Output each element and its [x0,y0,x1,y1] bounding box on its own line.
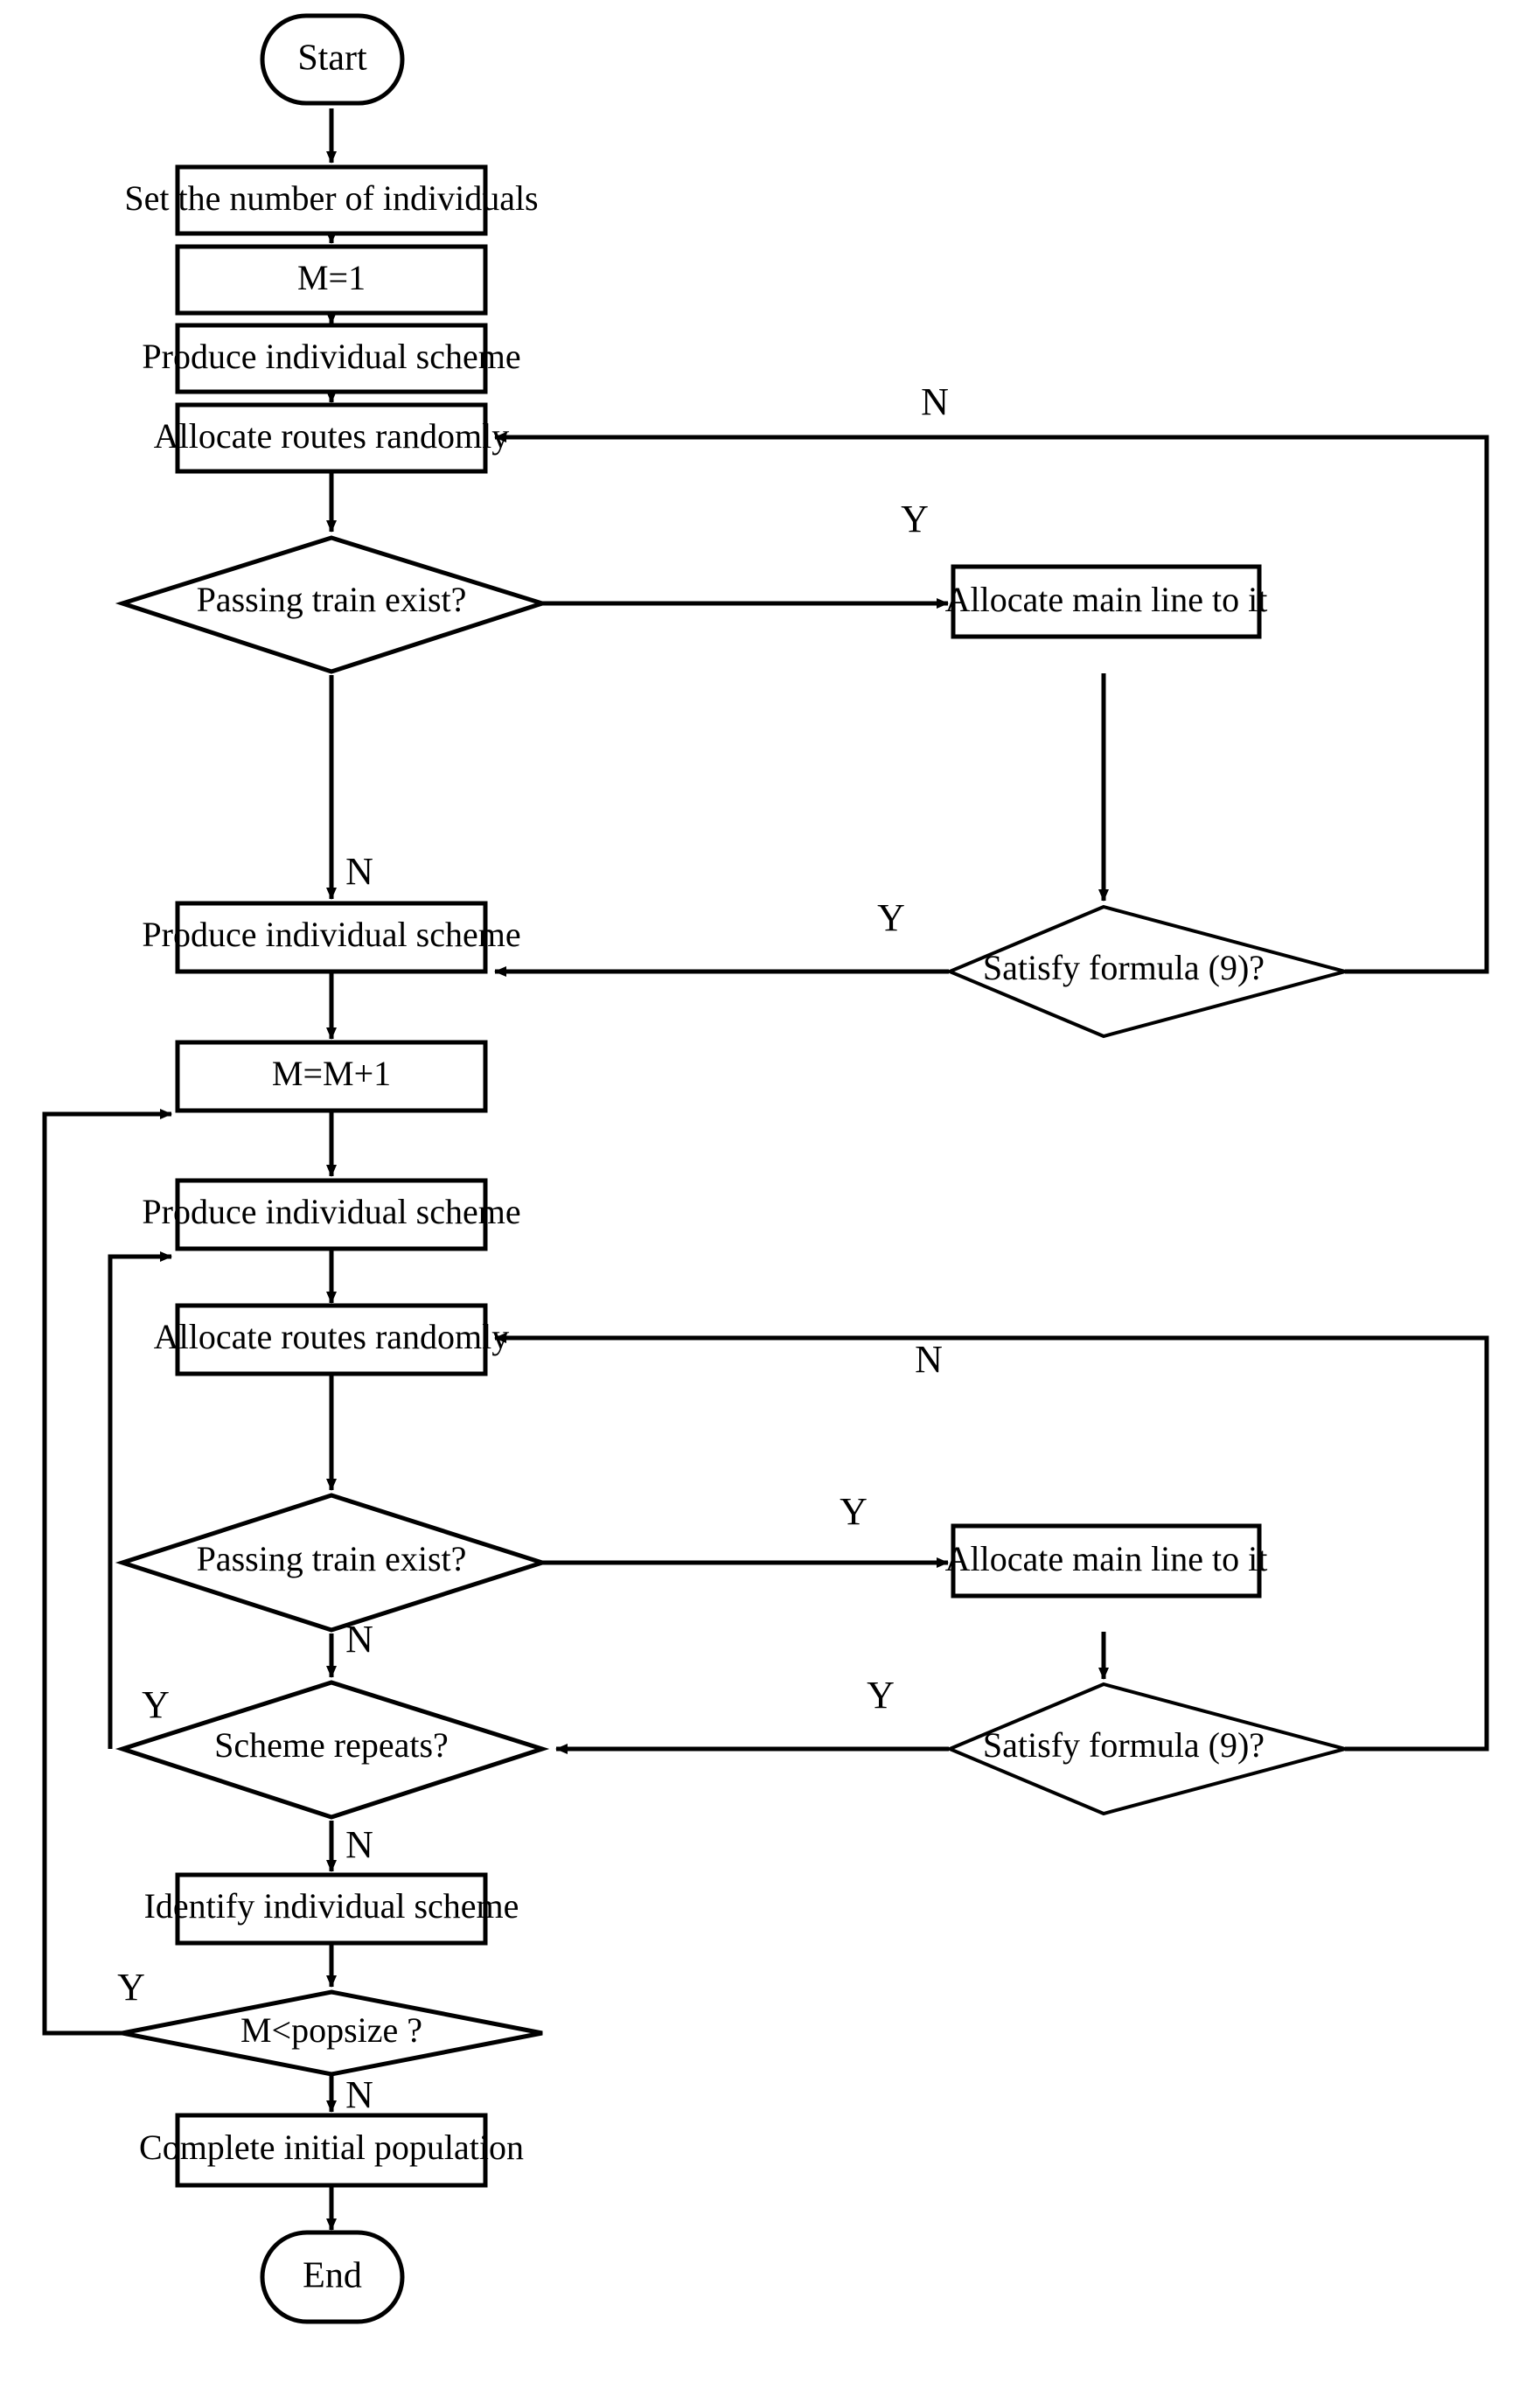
node-start[interactable]: Start [260,13,405,106]
edge-popsize-yes-loop [42,1109,172,2036]
node-produce-scheme-3[interactable]: Produce individual scheme [142,1178,521,1251]
node-satisfy-formula-2-label: Satisfy formula (9)? [983,1725,1265,1765]
edge-label-repeats-yes: Y [142,1683,170,1726]
node-m-less-popsize[interactable]: M<popsize ? [122,1989,543,2077]
node-allocate-main-line-1-label: Allocate main line to it [945,580,1268,619]
node-scheme-repeats-label: Scheme repeats? [214,1725,449,1765]
edge-label-n-loop-bottom: N [915,1338,943,1381]
node-produce-scheme-1-label: Produce individual scheme [142,337,520,376]
node-allocate-routes-2-label: Allocate routes randomly [154,1317,510,1356]
node-allocate-main-line-2[interactable]: Allocate main line to it [945,1523,1268,1599]
edge-label-passing2-yes: Y [840,1490,868,1533]
connector-layer [42,108,1489,2231]
node-end[interactable]: End [260,2230,405,2324]
edge-label-passing2-no: N [345,1618,373,1661]
node-satisfy-formula-1[interactable]: Satisfy formula (9)? [944,904,1352,1039]
node-m-equals-1[interactable]: M=1 [175,244,488,316]
edge-label-popsize-yes: Y [117,1966,145,2009]
node-allocate-routes-1-label: Allocate routes randomly [154,416,510,456]
node-passing-train-2-label: Passing train exist? [197,1539,467,1578]
edge-label-passing1-yes: Y [901,498,929,540]
edge-label-repeats-no: N [345,1823,373,1866]
node-set-number-label: Set the number of individuals [124,178,538,218]
edge-repeats-yes-loop [108,1251,172,1749]
node-allocate-main-line-1[interactable]: Allocate main line to it [945,564,1268,639]
node-produce-scheme-2[interactable]: Produce individual scheme [142,901,521,974]
node-identify-scheme[interactable]: Identify individual scheme [144,1872,519,1946]
edge-satisfy1-no-loop [494,432,1489,974]
node-allocate-routes-2[interactable]: Allocate routes randomly [154,1303,510,1376]
edge-label-passing1-no: N [345,850,373,893]
node-start-label: Start [297,38,367,79]
node-produce-scheme-2-label: Produce individual scheme [142,915,520,954]
node-passing-train-1[interactable]: Passing train exist? [115,535,550,674]
edge-label-satisfy2-yes: Y [867,1674,895,1717]
node-passing-train-1-label: Passing train exist? [197,580,467,619]
edge-label-n-loop-top: N [921,380,949,423]
node-m-plus-1-label: M=M+1 [272,1054,391,1093]
node-m-plus-1[interactable]: M=M+1 [175,1040,488,1113]
node-complete-population[interactable]: Complete initial population [139,2113,524,2188]
node-m-equals-1-label: M=1 [297,258,366,297]
edge-satisfy2-no-loop [494,1333,1489,1752]
node-complete-population-label: Complete initial population [139,2128,524,2167]
node-set-number[interactable]: Set the number of individuals [124,164,539,236]
edge-label-layer: N Y Y N Y N Y N Y Y N Y N [117,380,949,2116]
node-satisfy-formula-2[interactable]: Satisfy formula (9)? [944,1682,1352,1816]
edge-label-satisfy1-yes: Y [877,896,905,939]
edge-label-popsize-no: N [345,2073,373,2116]
node-allocate-routes-1[interactable]: Allocate routes randomly [154,402,510,474]
node-produce-scheme-3-label: Produce individual scheme [142,1192,520,1231]
node-scheme-repeats[interactable]: Scheme repeats? [115,1680,550,1820]
node-produce-scheme-1[interactable]: Produce individual scheme [142,323,521,394]
node-identify-scheme-label: Identify individual scheme [144,1886,519,1926]
node-satisfy-formula-1-label: Satisfy formula (9)? [983,948,1265,987]
node-end-label: End [303,2256,362,2296]
node-allocate-main-line-2-label: Allocate main line to it [945,1539,1268,1578]
node-passing-train-2[interactable]: Passing train exist? [115,1493,550,1633]
node-m-less-popsize-label: M<popsize ? [240,2010,422,2050]
